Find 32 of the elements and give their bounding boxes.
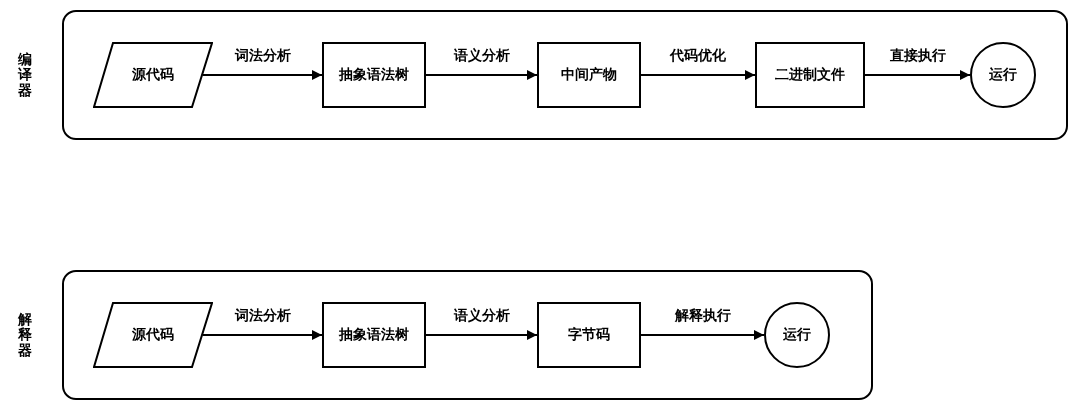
input-parallelogram [93, 302, 213, 368]
arrow [202, 70, 323, 80]
arrow [640, 70, 756, 80]
edge-label: 解释执行 [672, 307, 733, 325]
arrow [202, 330, 323, 340]
node-label: 源代码 [132, 66, 174, 84]
arrow [425, 70, 538, 80]
edge-label: 语义分析 [451, 47, 512, 65]
node-label: 运行 [989, 66, 1017, 84]
arrow [425, 330, 538, 340]
process-box [322, 42, 426, 108]
edge-label: 语义分析 [451, 307, 512, 325]
process-box [322, 302, 426, 368]
input-parallelogram [93, 42, 213, 108]
node-label: 中间产物 [561, 66, 617, 84]
process-box [537, 302, 641, 368]
node-label: 二进制文件 [775, 66, 845, 84]
process-box [755, 42, 865, 108]
edge-label: 词法分析 [232, 47, 293, 65]
edge-label: 直接执行 [887, 47, 948, 65]
group-title: 编译器 [18, 51, 32, 99]
edge-label: 词法分析 [232, 307, 293, 325]
arrow [640, 330, 765, 340]
group-title: 解释器 [18, 311, 32, 359]
node-label: 抽象语法树 [339, 326, 409, 344]
node-label: 源代码 [132, 326, 174, 344]
node-label: 抽象语法树 [339, 66, 409, 84]
edge-label: 代码优化 [668, 47, 728, 65]
node-label: 字节码 [568, 326, 610, 344]
arrow [864, 70, 971, 80]
node-label: 运行 [783, 326, 811, 344]
process-box [537, 42, 641, 108]
